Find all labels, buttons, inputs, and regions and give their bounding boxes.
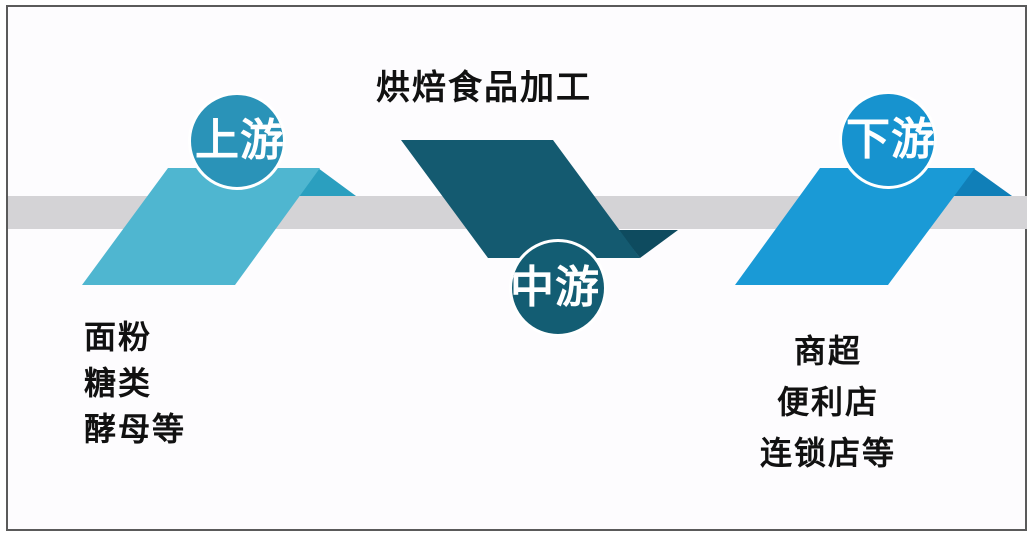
downstream-items: 商超 便利店 连锁店等 [748, 326, 908, 479]
upstream-item: 面粉 [84, 318, 153, 356]
midstream-label: 中游 [510, 262, 600, 313]
upstream-item: 酵母等 [84, 410, 187, 448]
upstream-items: 面粉 糖类 酵母等 [84, 314, 186, 452]
downstream-parallelogram [735, 168, 975, 285]
upstream-fold [297, 168, 356, 196]
downstream-item: 连锁店等 [759, 434, 896, 472]
midstream-ribbon [401, 140, 678, 258]
midstream-badge: 中游 [509, 239, 607, 337]
upstream-badge: 上游 [188, 92, 286, 190]
upstream-parallelogram [82, 168, 320, 285]
upstream-ribbon [82, 168, 356, 285]
downstream-fold [952, 168, 1012, 196]
downstream-item: 便利店 [776, 383, 879, 421]
downstream-item: 商超 [793, 332, 862, 370]
midstream-fold [618, 230, 678, 258]
downstream-badge: 下游 [839, 91, 937, 189]
downstream-ribbon [735, 168, 1012, 285]
midstream-title: 烘焙食品加工 [376, 68, 592, 108]
upstream-item: 糖类 [84, 364, 153, 402]
downstream-label: 下游 [846, 114, 936, 165]
upstream-label: 上游 [195, 115, 285, 166]
midstream-parallelogram [401, 140, 640, 258]
